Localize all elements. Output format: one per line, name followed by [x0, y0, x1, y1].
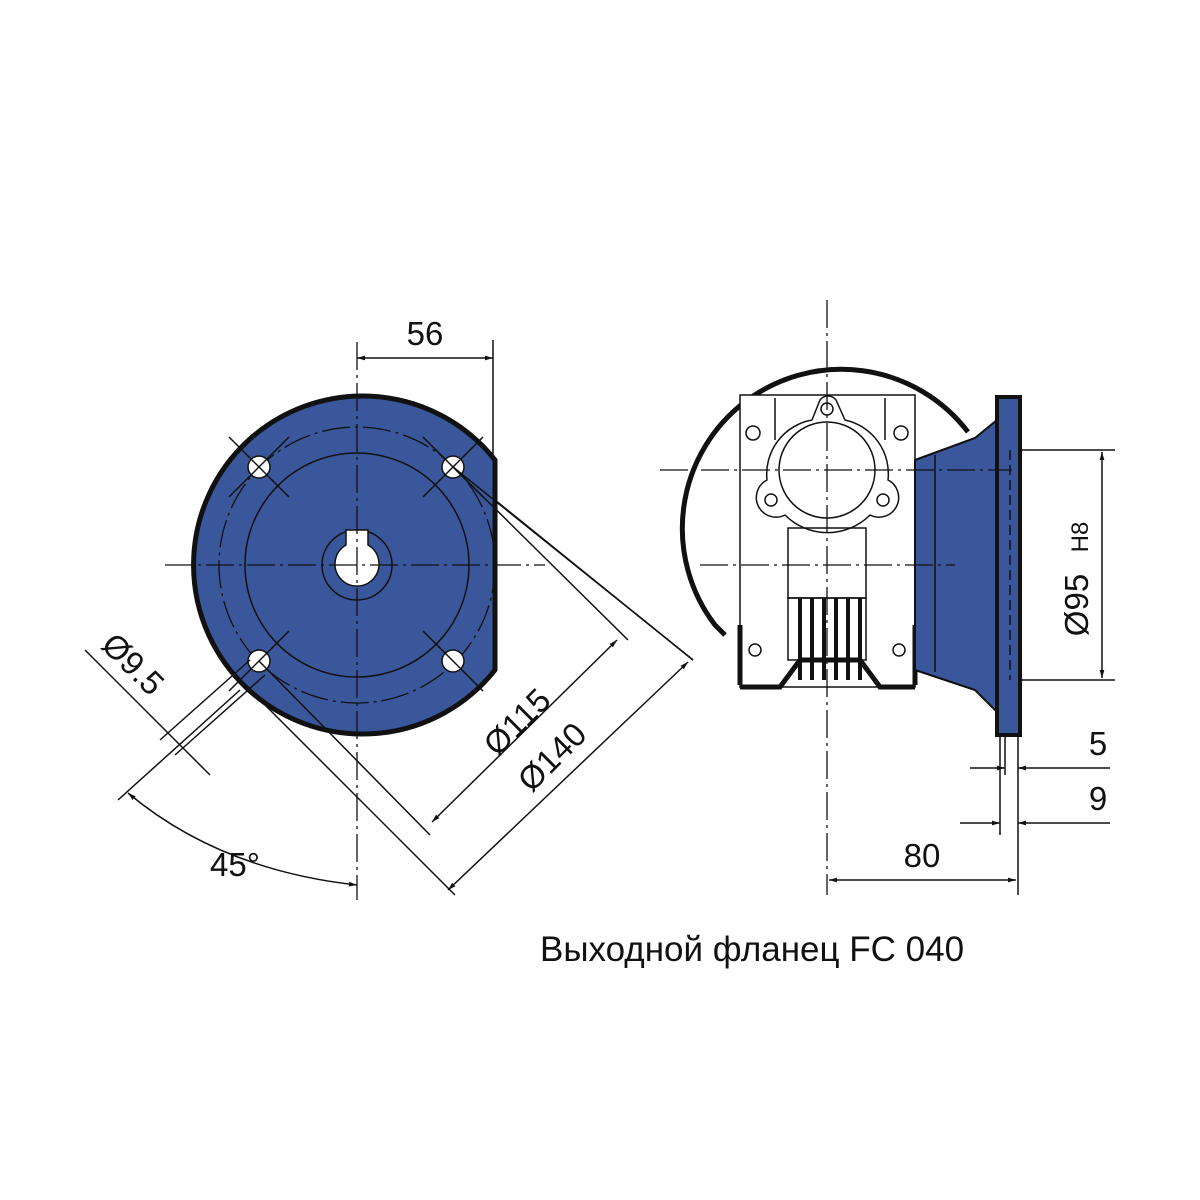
dim-140-line [447, 661, 689, 891]
dim-45-arc [127, 792, 358, 887]
dim-80-label: 80 [904, 837, 941, 874]
dim-45-label: 45° [210, 846, 260, 883]
dim-9-label: 9 [1089, 780, 1107, 817]
drawing-caption: Выходной фланец FC 040 [540, 930, 965, 969]
side-dimensions [829, 449, 1115, 895]
dim-56-label: 56 [407, 315, 444, 352]
flange-cone [914, 417, 998, 715]
flange-plate [995, 395, 1022, 737]
front-view-flange [165, 342, 545, 900]
dim-hole-label: Ø9.5 [95, 625, 172, 702]
dim-95-tolerance: H8 [1067, 522, 1094, 553]
side-view-gearbox [660, 300, 1022, 895]
dim-5-label: 5 [1089, 725, 1107, 762]
dim-95-label: Ø95 [1058, 574, 1095, 636]
front-dimensions [84, 340, 694, 896]
